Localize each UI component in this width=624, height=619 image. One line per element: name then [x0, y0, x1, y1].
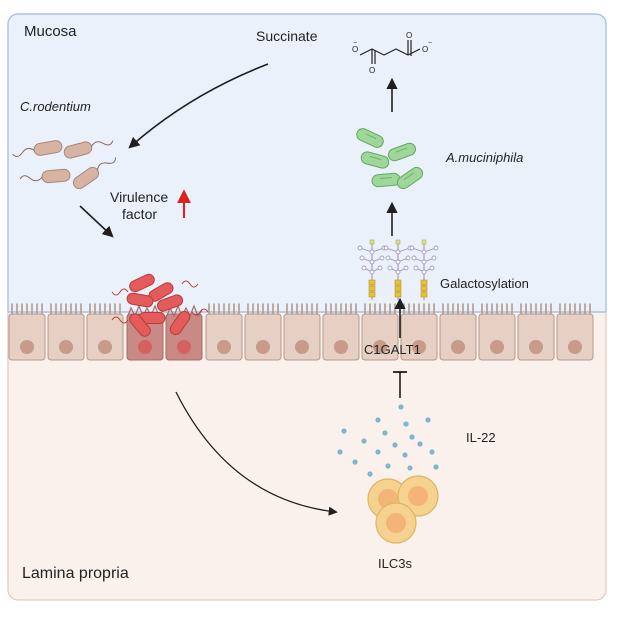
- il22-dot: [407, 465, 413, 471]
- epithelial-cell: [47, 303, 85, 361]
- il22-dot: [398, 404, 404, 410]
- a-muciniphila-bacteria: [356, 128, 424, 190]
- epithelial-cell: [400, 303, 438, 361]
- il22-cytokines: [337, 404, 439, 477]
- c1galt1-label: C1GALT1: [364, 342, 421, 357]
- activated-pathogen-cluster: [111, 273, 209, 337]
- il22-dot: [425, 417, 431, 423]
- il22-label: IL-22: [466, 430, 496, 445]
- mucosa-region: [7, 13, 607, 313]
- epithelial-cell: [439, 303, 477, 361]
- glycan-chain: [383, 239, 413, 300]
- il22-dot: [352, 459, 358, 465]
- succinate-to-pathogen-arrow: [128, 63, 269, 149]
- virulence-label-line2: factor: [122, 206, 157, 222]
- il22-dot: [382, 430, 388, 436]
- lamina-propria-label: Lamina propria: [22, 565, 129, 582]
- pathogen-to-epithelium-arrow: [79, 205, 114, 238]
- il22-dot: [409, 434, 415, 440]
- mucosa-label: Mucosa: [24, 23, 77, 40]
- epithelial-cell: [86, 303, 124, 361]
- epithelial-cell: [556, 303, 594, 361]
- epithelial-cell: [205, 303, 243, 361]
- epithelium-to-ilc3-arrow: [175, 391, 338, 516]
- molecule-charge-left: −: [353, 40, 357, 47]
- molecule-charge-right: −: [428, 40, 432, 47]
- il22-inhibition-marker: [393, 371, 407, 398]
- epithelial-cell: [517, 303, 555, 361]
- il22-dot: [392, 442, 398, 448]
- ilc3-cells: [367, 475, 439, 544]
- virulence-label-line1: Virulence: [110, 189, 168, 205]
- il22-dot: [429, 449, 435, 455]
- galactosylation-label: Galactosylation: [440, 276, 529, 291]
- il22-dot: [361, 438, 367, 444]
- il22-dot: [337, 449, 343, 455]
- c-rodentium-label: C.rodentium: [20, 99, 91, 114]
- il22-dot: [402, 452, 408, 458]
- il22-dot: [341, 428, 347, 434]
- molecule-o-right: O: [422, 45, 428, 54]
- il22-dot: [403, 421, 409, 427]
- epithelial-cell: [478, 303, 516, 361]
- epithelial-cell: [322, 303, 360, 361]
- mucin-glycans: [357, 239, 439, 300]
- glycan-chain: [409, 239, 439, 300]
- epithelial-cell: [244, 303, 282, 361]
- ilc3s-label: ILC3s: [378, 556, 412, 571]
- il22-dot: [433, 464, 439, 470]
- molecule-o-top: O: [406, 31, 412, 40]
- il22-dot: [367, 471, 373, 477]
- il22-dot: [417, 441, 423, 447]
- c-rodentium-bacteria: [12, 140, 116, 190]
- molecule-o-bottom: O: [369, 66, 375, 75]
- molecule-o-left: O: [352, 45, 358, 54]
- a-muciniphila-label: A.muciniphila: [445, 150, 523, 165]
- epithelial-cell: [361, 303, 399, 361]
- il22-dot: [375, 417, 381, 423]
- il22-dot: [375, 449, 381, 455]
- il22-dot: [385, 463, 391, 469]
- epithelial-layer: [8, 303, 594, 361]
- epithelial-cell: [8, 303, 46, 361]
- succinate-label: Succinate: [256, 28, 318, 44]
- succinate-molecule: O − O − O O: [352, 31, 432, 75]
- epithelial-cell: [283, 303, 321, 361]
